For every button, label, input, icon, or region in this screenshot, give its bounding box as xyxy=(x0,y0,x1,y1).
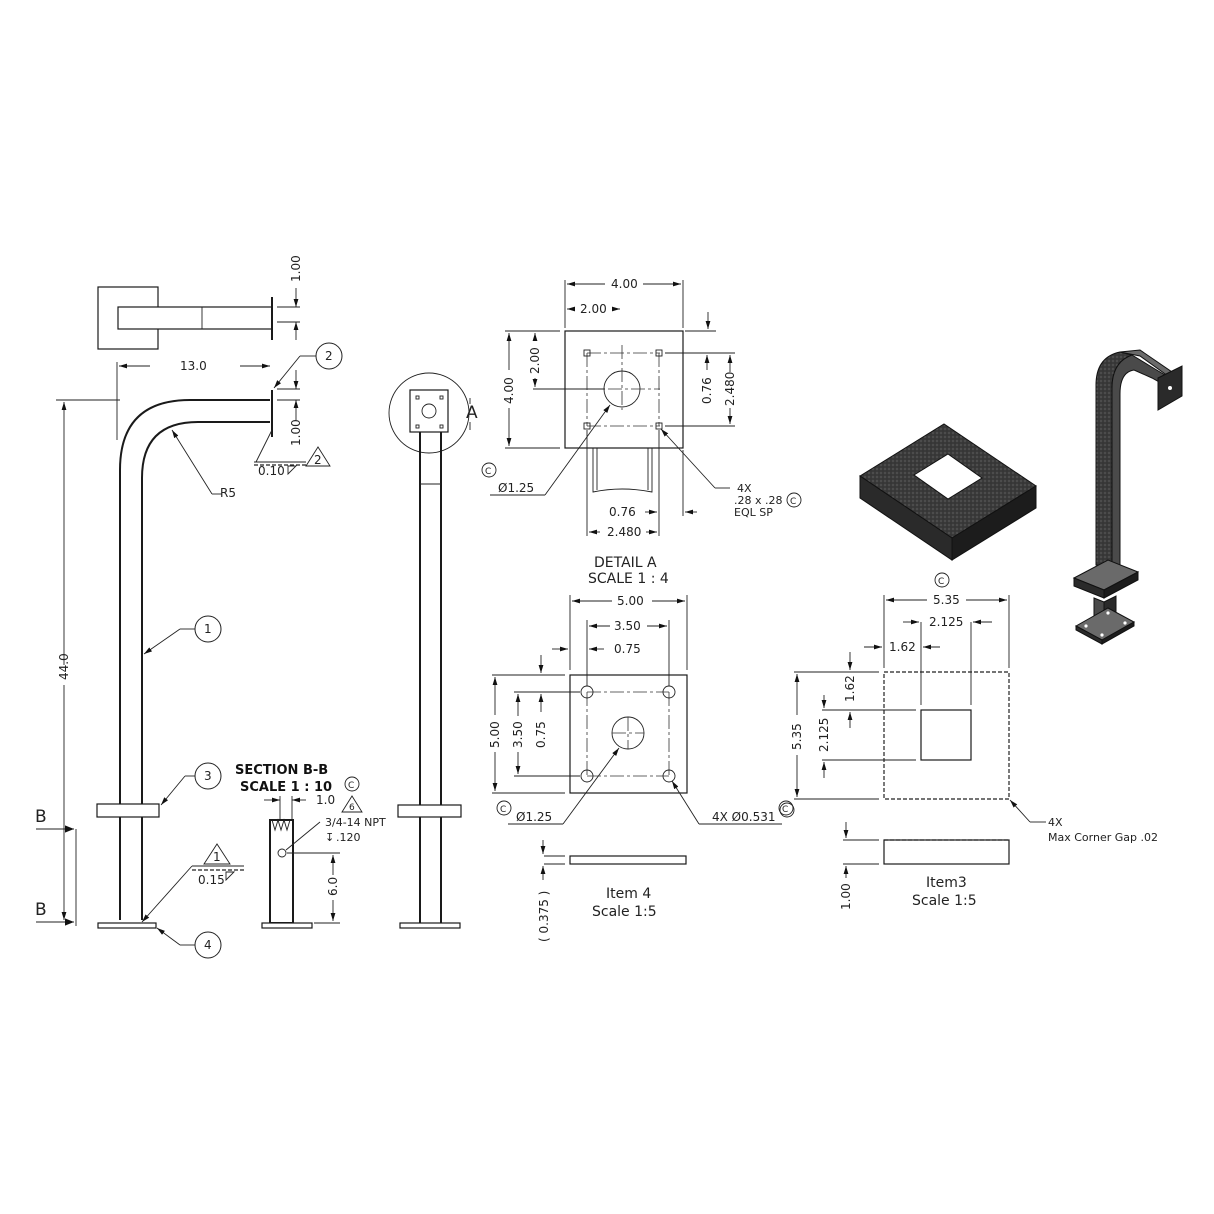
dim-plate-thickness-top: 1.00 xyxy=(289,255,303,282)
item3-corner-count: 4X xyxy=(1048,816,1063,829)
da-dim-height: 5.00 xyxy=(488,721,502,748)
item3-rev-symbol-top: C xyxy=(938,577,944,587)
item3-dim-inner-offset-v: 1.62 xyxy=(843,675,857,702)
dim-total-height: 44.0 xyxy=(57,653,71,680)
dim-section-height: 6.0 xyxy=(326,877,340,896)
thread-callout: 3/4-14 NPT xyxy=(325,816,386,829)
item3-corner-note: Max Corner Gap .02 xyxy=(1048,831,1158,844)
svg-text:3: 3 xyxy=(204,769,212,783)
item3-view: C 5.35 2.125 1.62 5.35 2.125 1.62 xyxy=(779,572,1158,910)
item4-view: ( 0.375 ) Item 4 Scale 1:5 xyxy=(537,840,687,942)
svg-text:1: 1 xyxy=(204,622,212,636)
thread-depth-symbol: ↧ xyxy=(325,831,334,844)
wp-dim-hole-offset-h: 0.76 xyxy=(609,505,636,519)
item3-dim-width: 5.35 xyxy=(933,593,960,607)
side-view: A xyxy=(388,372,478,929)
weld-size-top: 0.10 xyxy=(258,464,285,478)
isometric-assembly xyxy=(1072,349,1183,645)
da-dim-hole-offset-h: 0.75 xyxy=(614,642,641,656)
item4-dim-thickness: ( 0.375 ) xyxy=(537,891,551,942)
dim-arm-length: 13.0 xyxy=(180,359,207,373)
item3-dim-thickness: 1.00 xyxy=(839,883,853,910)
wp-rev-symbol-right: C xyxy=(790,497,796,507)
svg-text:4: 4 xyxy=(204,938,212,952)
item3-scale: Scale 1:5 xyxy=(912,893,977,909)
da-center-hole: Ø1.25 xyxy=(516,810,552,824)
wp-dim-width: 4.00 xyxy=(611,277,638,291)
da-dim-hole-offset-v: 0.75 xyxy=(534,721,548,748)
wp-rev-symbol-left: C xyxy=(485,467,491,477)
detail-a-scale: SCALE 1 : 4 xyxy=(588,571,669,587)
wp-dim-hole-spacing-h: 2.480 xyxy=(607,525,641,539)
item4-scale: Scale 1:5 xyxy=(592,904,657,920)
rev-symbol-section: C xyxy=(348,781,354,791)
da-rev-symbol-right: C xyxy=(782,805,788,815)
wall-plate-view: 4.00 2.00 4.00 2.00 0.76 2.480 0.76 xyxy=(481,277,802,539)
section-b-b: SECTION B-B SCALE 1 : 10 C 6 1.0 3/4-14 … xyxy=(235,763,386,929)
wp-dim-half-width: 2.00 xyxy=(580,302,607,316)
da-dim-width: 5.00 xyxy=(617,594,644,608)
wp-dim-height: 4.00 xyxy=(502,377,516,404)
section-marker-top: B xyxy=(35,807,47,827)
da-rev-symbol-left: C xyxy=(500,805,506,815)
weld-size-bottom: 0.15 xyxy=(198,873,225,887)
detail-a-title: DETAIL A xyxy=(594,555,657,571)
da-mount-holes: 4X Ø0.531 xyxy=(712,810,775,824)
item3-dim-height: 5.35 xyxy=(790,723,804,750)
detail-marker-a: A xyxy=(466,403,478,423)
item3-dim-inner-offset-h: 1.62 xyxy=(889,640,916,654)
weld-note-bottom: 1 xyxy=(213,850,221,864)
wp-dim-hole-spacing-v: 2.480 xyxy=(723,372,737,406)
section-title: SECTION B-B xyxy=(235,763,328,778)
top-view: 1.00 xyxy=(97,255,303,350)
item3-label: Item3 xyxy=(926,875,967,891)
weld-note-top: 2 xyxy=(314,453,322,467)
dim-plate-offset: 1.00 xyxy=(289,419,303,446)
wp-slot-size: .28 x .28 xyxy=(734,494,783,507)
item3-dim-inner-height: 2.125 xyxy=(817,718,831,752)
da-dim-hole-spacing-h: 3.50 xyxy=(614,619,641,633)
da-dim-hole-spacing-v: 3.50 xyxy=(511,721,525,748)
dim-section-width: 1.0 xyxy=(316,793,335,807)
item3-dim-inner-width: 2.125 xyxy=(929,615,963,629)
isometric-collar xyxy=(859,423,1037,561)
wp-center-hole: Ø1.25 xyxy=(498,481,534,495)
thread-depth: .120 xyxy=(336,831,361,844)
section-scale: SCALE 1 : 10 xyxy=(240,780,332,795)
section-marker-bottom: B xyxy=(35,900,47,920)
bend-radius: R5 xyxy=(220,486,236,500)
wp-slot-spacing: EQL SP xyxy=(734,506,773,519)
detail-a-view: DETAIL A SCALE 1 : 4 5.00 3.50 0.75 xyxy=(488,555,794,825)
note-triangle-6: 6 xyxy=(349,803,355,813)
wp-dim-half-height: 2.00 xyxy=(528,347,542,374)
front-view: 13.0 44.0 1.00 2 0.10 2 R5 xyxy=(35,342,343,959)
wp-dim-hole-offset-v: 0.76 xyxy=(700,377,714,404)
svg-text:2: 2 xyxy=(325,349,333,363)
wp-slot-count: 4X xyxy=(737,482,752,495)
item4-label: Item 4 xyxy=(606,886,651,902)
